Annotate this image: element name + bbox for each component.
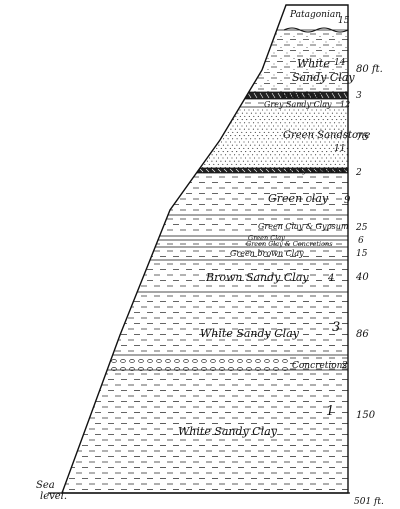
sea-level-line1: Sea <box>36 480 55 491</box>
bed-1-fill <box>63 373 348 490</box>
label-white-sandy-clay-3: White Sandy Clay <box>200 327 300 340</box>
patagonian-contact <box>283 27 349 33</box>
label-concretions: Concretions <box>292 361 347 371</box>
thickness-14: 80 ft. <box>356 64 383 75</box>
thickness-10: 2 <box>355 168 362 178</box>
thickness-8: 25 <box>355 223 368 233</box>
label-black-sand: Black Sand <box>281 92 322 100</box>
label-brown-sandy-clay: Brown Sandy Clay <box>205 271 309 284</box>
thickness-11: 75 <box>356 132 369 143</box>
label-green-clay-gypsum: Green Clay & Gypsum <box>258 222 349 231</box>
bed-no-1: 1 <box>326 404 334 419</box>
label-green-clay-7: Green Clay <box>248 234 285 242</box>
label-green-sandstone: Green Sandstone <box>283 130 370 141</box>
total-thickness: 501 ft. <box>354 497 384 507</box>
thickness-4: 40 <box>355 272 369 283</box>
bed-no-12: 12 <box>340 100 350 109</box>
bed-no-4: 4 <box>327 273 334 284</box>
label-green-clay-9: Green clay <box>268 192 329 205</box>
thickness-3: 86 <box>356 329 369 340</box>
thickness-5: 15 <box>356 249 368 259</box>
label-white-sandy-clay-1: White Sandy Clay <box>178 425 278 438</box>
thickness-1: 150 <box>356 410 376 421</box>
bed-no-15: 15 <box>338 16 350 26</box>
thickness-13: 3 <box>356 91 362 101</box>
bed-no-11: 11 <box>334 144 345 154</box>
label-green-brown-clay: Green brown Clay <box>230 249 304 258</box>
label-grey-sandy-clay: Grey Sandy Clay <box>264 100 332 109</box>
thickness-6: 6 <box>358 236 364 246</box>
bed-boundaries <box>107 27 349 371</box>
bed-no-2: 2 <box>341 361 348 371</box>
label-rocky-sandstone: Rocky Sandstone <box>284 167 346 175</box>
label-white-sandy-clay-14-line2: Sandy Clay <box>292 71 355 84</box>
bed-no-3: 3 <box>332 320 340 335</box>
sea-level-line2: level. <box>40 491 67 502</box>
column-outline <box>60 4 349 494</box>
bed-no-9: 9 <box>344 195 351 206</box>
bed-3-fill <box>63 295 348 352</box>
label-patagonian: Patagonian <box>289 10 341 20</box>
label-white-sandy-clay-14-line1: White <box>297 57 330 70</box>
label-green-clay-concretions: Green Clay & Concretions <box>246 240 333 248</box>
bed-no-14: 14 <box>334 58 346 68</box>
